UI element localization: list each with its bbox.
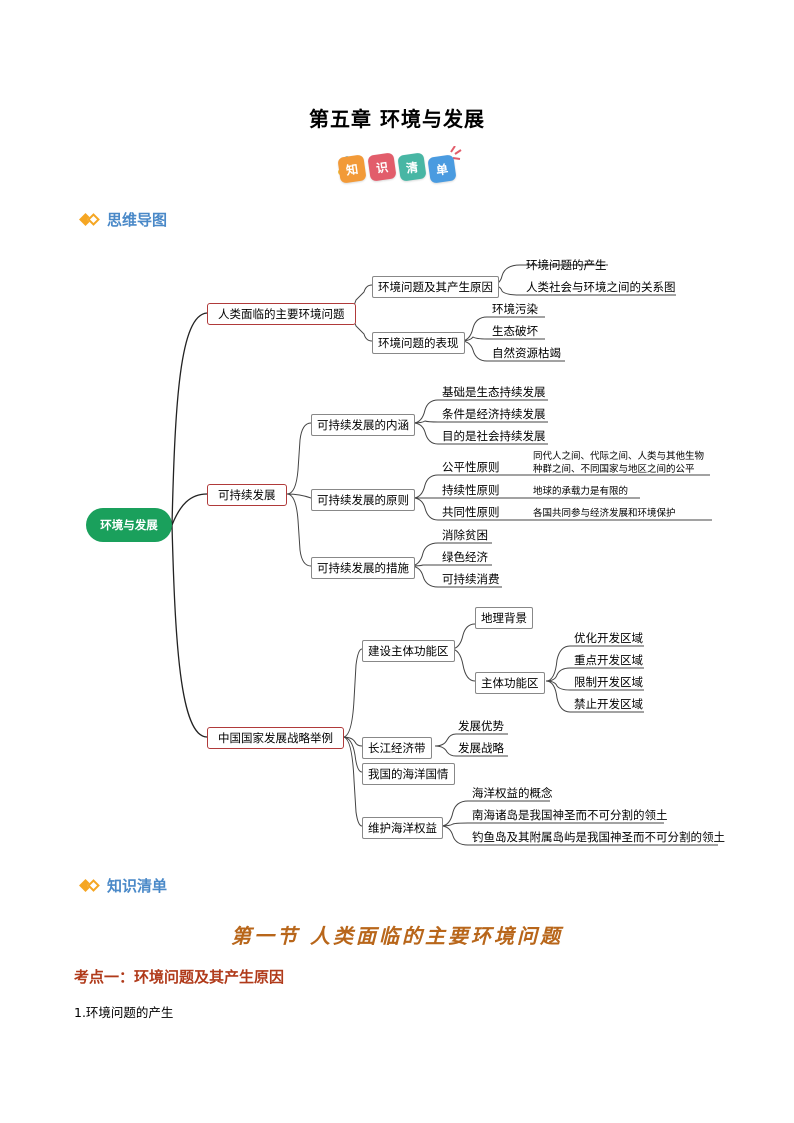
principle-name: 共同性原则 [442,505,500,519]
connector [440,822,664,827]
kaodian-title: 考点一：环境问题及其产生原因 [74,968,285,986]
knowledge-list-heading-label: 知识清单 [107,877,168,895]
leaf: 基础是生态持续发展 [442,385,546,399]
node-yangtze-belt: 长江经济带 [362,737,432,759]
connector [450,623,476,650]
node-problem-manifestations: 环境问题的表现 [372,332,465,354]
branch-sustainable-development: 可持续发展 [207,484,287,506]
connector [450,648,476,682]
connector [342,648,363,738]
mindmap-heading-label: 思维导图 [107,211,168,229]
leaf: 发展战略 [458,741,504,755]
principle-desc: 地球的承载力是有限的 [533,486,629,497]
connector [342,736,363,827]
node-function-zone: 主体功能区 [475,672,545,694]
connector [460,340,565,362]
node-sd-measures: 可持续发展的措施 [311,557,415,579]
leaf: 环境问题的产生 [526,258,607,272]
leaf: 绿色经济 [442,550,488,564]
leaf: 环境污染 [492,302,538,316]
leaf: 禁止开发区域 [574,697,643,711]
principle-desc: 各国共同参与经济发展和环境保护 [533,508,676,519]
knowledge-list-heading: 知识清单 [79,875,168,896]
node-main-function-zones: 建设主体功能区 [362,640,455,662]
connector [434,733,508,747]
leaf: 生态破坏 [492,324,538,338]
connector [412,422,548,445]
leaf: 消除贫困 [442,528,488,542]
principle-name: 公平性原则 [442,460,500,474]
leaf: 人类社会与环境之间的关系图 [526,280,676,294]
node-problems-causes: 环境问题及其产生原因 [372,276,499,298]
leaf: 优化开发区域 [574,631,643,645]
leaf: 钓鱼岛及其附属岛屿是我国神圣而不可分割的领土 [472,830,725,844]
knowledge-list-badge: 知 识 清 单 [333,146,463,188]
principle-desc: 同代人之间、代际之间、人类与其他生物 [533,451,705,462]
leaf: 限制开发区域 [574,675,643,689]
connector [409,565,502,588]
connector [545,645,644,682]
connector [409,542,492,567]
leaf: 目的是社会持续发展 [442,429,546,443]
branch-china-strategy: 中国国家发展战略举例 [207,727,344,749]
connector [545,680,644,713]
item-heading: 1.环境问题的产生 [74,1005,174,1020]
leaf: 重点开发区域 [574,653,643,667]
connector [412,399,548,424]
node-geo-background: 地理背景 [475,607,533,629]
principle-name: 持续性原则 [442,483,500,497]
leaf: 海洋权益的概念 [472,786,553,800]
leaf: 发展优势 [458,719,504,733]
connector [434,745,508,757]
connector [545,667,644,682]
connector [460,316,545,342]
mindmap-heading: 思维导图 [79,209,168,230]
leaf: 自然资源枯竭 [492,346,561,360]
connector [460,336,545,342]
connector [342,736,363,773]
connector [286,422,312,495]
connector [171,493,208,526]
double-diamond-icon [79,878,102,893]
connector [440,800,550,827]
mindmap-root: 环境与发展 [86,508,172,542]
connector [286,493,312,567]
connector [286,493,312,499]
connector [412,497,712,521]
principle-desc: 种群之间、不同国家与地区之间的公平 [533,464,695,475]
connector [440,825,718,846]
section-one-title: 第一节 人类面临的主要环境问题 [231,924,563,948]
node-ocean-situation: 我国的海洋国情 [362,763,455,785]
leaf: 条件是经济持续发展 [442,407,546,421]
leaf: 可持续消费 [442,572,500,586]
leaf: 南海诸岛是我国神圣而不可分割的领土 [472,808,668,822]
connector [342,736,363,747]
node-maritime-rights: 维护海洋权益 [362,817,443,839]
connector [412,420,548,424]
node-sd-connotation: 可持续发展的内涵 [311,414,415,436]
badge-sparkle [450,146,462,160]
connector [171,312,208,526]
branch-environment-problems: 人类面临的主要环境问题 [207,303,356,325]
connector [171,524,208,738]
page-title: 第五章 环境与发展 [309,107,485,131]
connector [545,680,644,691]
connector [412,474,710,499]
node-sd-principles: 可持续发展的原则 [311,489,415,511]
